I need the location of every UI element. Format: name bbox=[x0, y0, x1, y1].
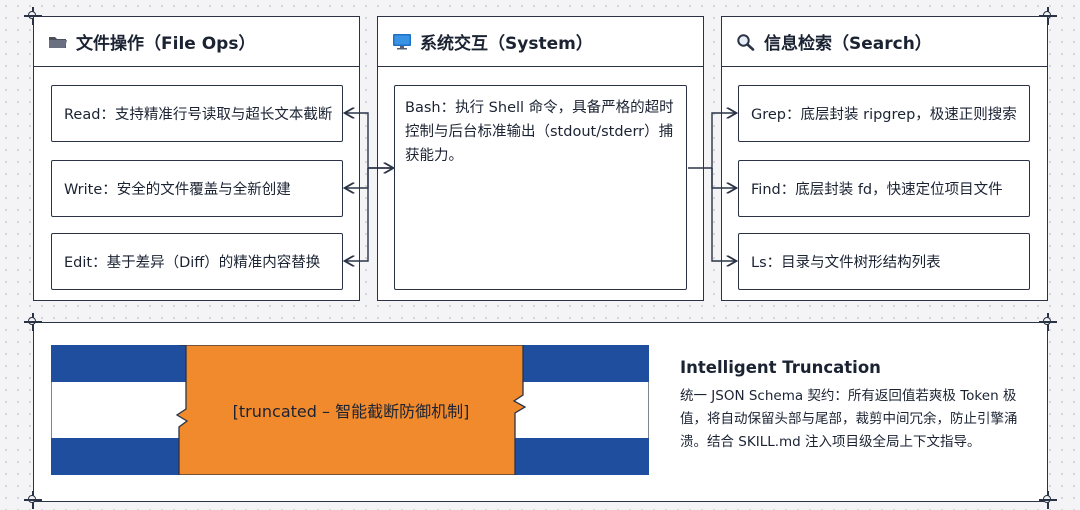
read-item: Read：支持精准行号读取与超长文本截断 bbox=[51, 85, 343, 142]
monitor-icon bbox=[392, 33, 412, 50]
orange-torn-block bbox=[175, 345, 527, 475]
system-title: 系统交互（System） bbox=[420, 34, 593, 54]
truncation-banner bbox=[51, 345, 649, 475]
corner-mark bbox=[24, 7, 42, 25]
search-header: 信息检索（Search） bbox=[722, 17, 1047, 67]
system-header: 系统交互（System） bbox=[378, 17, 703, 67]
file-ops-title: 文件操作（File Ops） bbox=[76, 34, 256, 54]
corner-mark bbox=[1039, 313, 1057, 331]
find-item: Find：底层封装 fd，快速定位项目文件 bbox=[738, 160, 1030, 217]
grep-item: Grep：底层封装 ripgrep，极速正则搜索 bbox=[738, 85, 1030, 142]
truncation-title: Intelligent Truncation bbox=[680, 358, 881, 377]
corner-mark bbox=[24, 313, 42, 331]
file-ops-header: 文件操作（File Ops） bbox=[34, 17, 359, 67]
write-item: Write：安全的文件覆盖与全新创建 bbox=[51, 160, 343, 217]
magnifier-icon bbox=[736, 33, 756, 51]
folder-icon bbox=[48, 34, 68, 50]
truncation-label: [truncated – 智能截断防御机制] bbox=[232, 402, 470, 421]
search-title: 信息检索（Search） bbox=[764, 34, 932, 54]
truncation-description: 统一 JSON Schema 契约：所有返回值若爽极 Token 极值，将自动保… bbox=[680, 388, 1018, 450]
corner-mark bbox=[24, 491, 42, 509]
bash-item: Bash：执行 Shell 命令，具备严格的超时控制与后台标准输出（stdout… bbox=[394, 85, 687, 290]
ls-item: Ls：目录与文件树形结构列表 bbox=[738, 233, 1030, 290]
corner-mark bbox=[1039, 491, 1057, 509]
edit-item: Edit：基于差异（Diff）的精准内容替换 bbox=[51, 233, 343, 290]
